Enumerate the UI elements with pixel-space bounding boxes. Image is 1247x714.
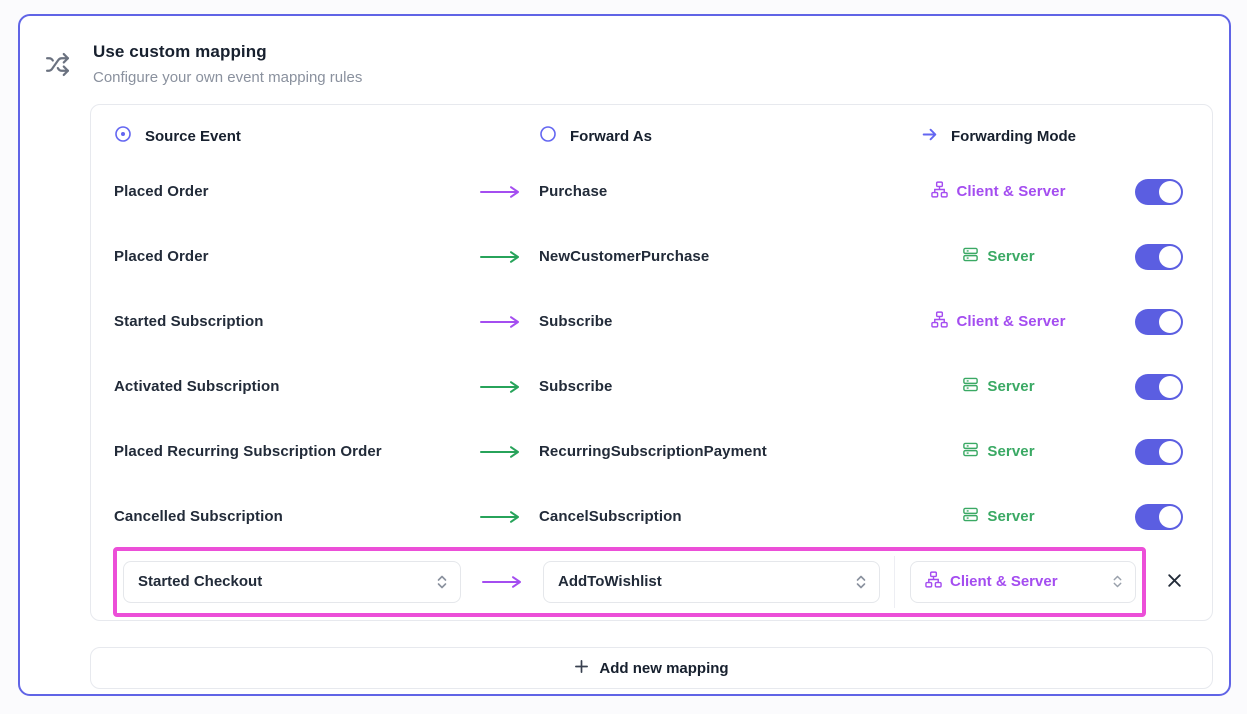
- circle-dot-icon: [114, 125, 132, 147]
- column-label: Source Event: [145, 127, 241, 145]
- enable-mapping-toggle[interactable]: [1135, 243, 1183, 270]
- chevron-updown-icon: [436, 574, 448, 590]
- mapping-arrow-icon: [479, 185, 521, 199]
- column-header-source-event: Source Event: [91, 125, 479, 147]
- forwarding-mode-label: Server: [987, 508, 1035, 525]
- source-event-label: Placed Order: [114, 248, 209, 265]
- selected-forward-as: AddToWishlist: [558, 573, 662, 590]
- mapping-arrow-icon: [479, 250, 521, 264]
- forwarding-mode-label: Server: [987, 443, 1035, 460]
- chevron-updown-icon: [855, 574, 867, 590]
- source-event-label: Started Subscription: [114, 313, 264, 330]
- forwarding-mode-select[interactable]: Client & Server: [910, 560, 1136, 603]
- selected-source-event: Started Checkout: [138, 573, 263, 590]
- server-icon: [962, 246, 979, 268]
- remove-mapping-button[interactable]: [1162, 568, 1187, 596]
- plus-icon: [574, 659, 589, 678]
- forward-as-label: RecurringSubscriptionPayment: [539, 443, 767, 460]
- table-header-row: Source Event Forward As Forwarding Mode: [91, 113, 1212, 159]
- forwarding-mode-badge: Client & Server: [891, 180, 1106, 203]
- enable-mapping-toggle[interactable]: [1135, 503, 1183, 530]
- forward-as-select[interactable]: AddToWishlist: [543, 560, 880, 603]
- mapping-row: Placed Recurring Subscription Order Recu…: [91, 419, 1212, 484]
- arrow-right-icon: [921, 126, 938, 147]
- toggle-knob: [1159, 505, 1181, 528]
- forward-as-label: NewCustomerPurchase: [539, 248, 710, 265]
- forwarding-mode-badge: Server: [891, 246, 1106, 268]
- mapping-row: Placed Order Purchase Client & Server: [91, 159, 1212, 224]
- server-icon: [962, 441, 979, 463]
- mapping-arrow-icon: [479, 510, 521, 524]
- column-header-forward-as: Forward As: [539, 125, 891, 147]
- toggle-knob: [1159, 375, 1181, 398]
- page-title: Use custom mapping: [93, 42, 267, 61]
- forward-as-label: Subscribe: [539, 313, 613, 330]
- divider: [894, 555, 895, 608]
- mapping-table: Source Event Forward As Forwarding Mode: [90, 104, 1213, 621]
- enable-mapping-toggle[interactable]: [1135, 178, 1183, 205]
- shuffle-icon: [44, 52, 71, 82]
- forwarding-mode-badge: Server: [891, 441, 1106, 463]
- page-subtitle: Configure your own event mapping rules: [93, 69, 363, 86]
- mapping-arrow-icon: [479, 315, 521, 329]
- forwarding-mode-label: Server: [987, 248, 1035, 265]
- selected-forwarding-mode: Client & Server: [950, 573, 1058, 590]
- hierarchy-icon: [931, 310, 949, 333]
- close-icon: [1166, 572, 1183, 592]
- mapping-row: Activated Subscription Subscribe Server: [91, 354, 1212, 419]
- mapping-row: Cancelled Subscription CancelSubscriptio…: [91, 484, 1212, 549]
- custom-mapping-card: Use custom mapping Configure your own ev…: [18, 14, 1231, 696]
- enable-mapping-toggle[interactable]: [1135, 308, 1183, 335]
- column-header-forwarding-mode: Forwarding Mode: [891, 126, 1106, 147]
- source-event-label: Activated Subscription: [114, 378, 280, 395]
- forwarding-mode-badge: Server: [891, 506, 1106, 528]
- chevron-updown-icon: [1112, 574, 1123, 589]
- add-new-mapping-label: Add new mapping: [599, 659, 729, 677]
- server-icon: [962, 376, 979, 398]
- forward-as-label: CancelSubscription: [539, 508, 682, 525]
- forwarding-mode-label: Client & Server: [956, 183, 1066, 200]
- enable-mapping-toggle[interactable]: [1135, 438, 1183, 465]
- mapping-row: Placed Order NewCustomerPurchase Server: [91, 224, 1212, 289]
- toggle-knob: [1159, 245, 1181, 268]
- toggle-knob: [1159, 310, 1181, 333]
- server-icon: [962, 506, 979, 528]
- toggle-knob: [1159, 180, 1181, 203]
- forwarding-mode-label: Server: [987, 378, 1035, 395]
- forwarding-mode-badge: Server: [891, 376, 1106, 398]
- hierarchy-icon: [925, 571, 942, 592]
- column-label: Forwarding Mode: [951, 127, 1076, 145]
- mapping-arrow-icon: [481, 575, 523, 589]
- toggle-knob: [1159, 440, 1181, 463]
- source-event-label: Placed Recurring Subscription Order: [114, 443, 382, 460]
- source-event-select[interactable]: Started Checkout: [123, 560, 461, 603]
- circle-icon: [539, 125, 557, 147]
- column-label: Forward As: [570, 127, 652, 145]
- header-text: Use custom mapping Configure your own ev…: [93, 42, 362, 86]
- forward-as-label: Subscribe: [539, 378, 613, 395]
- highlighted-mapping-editor: Started Checkout AddToWishlist: [113, 546, 1146, 617]
- source-event-label: Cancelled Subscription: [114, 508, 283, 525]
- hierarchy-icon: [931, 180, 949, 203]
- enable-mapping-toggle[interactable]: [1135, 373, 1183, 400]
- edit-mapping-row: Started Checkout AddToWishlist: [91, 546, 1212, 617]
- mapping-arrow-icon: [479, 380, 521, 394]
- mapping-row: Started Subscription Subscribe Client & …: [91, 289, 1212, 354]
- mapping-arrow-icon: [479, 445, 521, 459]
- forwarding-mode-label: Client & Server: [956, 313, 1066, 330]
- forward-as-label: Purchase: [539, 183, 608, 200]
- source-event-label: Placed Order: [114, 183, 209, 200]
- card-header: Use custom mapping Configure your own ev…: [20, 16, 1229, 98]
- add-new-mapping-button[interactable]: Add new mapping: [90, 647, 1213, 689]
- forwarding-mode-badge: Client & Server: [891, 310, 1106, 333]
